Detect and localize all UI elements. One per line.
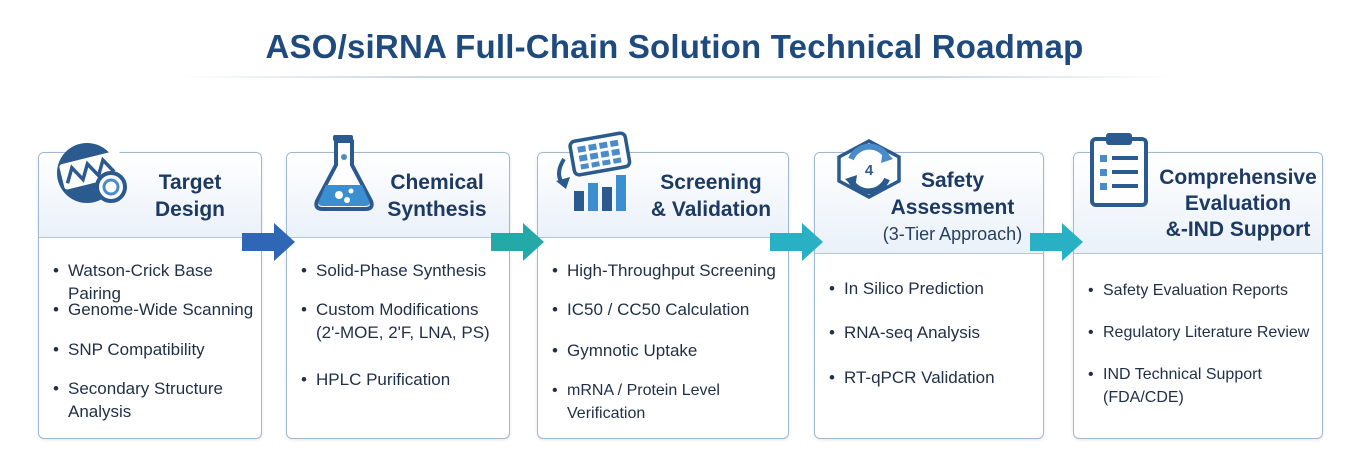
stage-title: Comprehensive Evaluation &-IND Support — [1159, 166, 1317, 241]
stage-header: Chemical Synthesis — [287, 135, 509, 238]
stage-header: Target Design — [39, 143, 261, 238]
stage-card-screening-validation: Screening & Validation •High-Throughput … — [537, 131, 789, 439]
list-item: •Gymnotic Uptake — [552, 341, 698, 360]
stage-card-safety-assessment: 4 Safety Assessment (3-Tier Approach) •I… — [814, 139, 1044, 439]
stage-card-comprehensive-evaluation: Comprehensive Evaluation &-IND Support •… — [1073, 133, 1323, 439]
stage-title: Safety Assessment (3-Tier Approach) — [865, 167, 1040, 248]
stage-title: Screening & Validation — [650, 171, 772, 221]
stage-card-chemical-synthesis: Chemical Synthesis •Solid-Phase Synthesi… — [286, 135, 510, 439]
shield-cycle-icon: 4 — [829, 137, 909, 208]
flow-arrow-1 — [242, 222, 296, 267]
dna-target-icon — [51, 137, 135, 214]
stage-title: Target Design — [154, 171, 225, 221]
list-item: •Genome-Wide Scanning — [53, 300, 254, 319]
list-item: •Regulatory Literature Review — [1088, 324, 1310, 341]
list-item: •RNA-seq Analysis — [829, 323, 981, 342]
stage-card-target-design: Target Design •Watson-Crick Base Pairing… — [38, 143, 262, 439]
plate-chart-icon — [550, 131, 636, 220]
list-item: •HPLC Purification — [301, 370, 451, 389]
list-item: •IND Technical Support(FDA/CDE) — [1088, 366, 1262, 406]
svg-text:4: 4 — [865, 162, 874, 179]
flow-arrow-3 — [770, 222, 824, 267]
stage-subtitle: (3-Tier Approach) — [882, 224, 1023, 244]
list-item: •SNP Compatibility — [53, 340, 205, 359]
list-item: •IC50 / CC50 Calculation — [552, 300, 750, 319]
page-title: ASO/siRNA Full-Chain Solution Technical … — [265, 28, 1084, 65]
list-item: •Safety Evaluation Reports — [1088, 282, 1288, 299]
list-item: •Solid-Phase Synthesis — [301, 261, 487, 280]
stage-title: Chemical Synthesis — [387, 171, 487, 221]
list-item: •mRNA / Protein Level Verification — [552, 382, 720, 422]
clipboard-checklist-icon — [1088, 131, 1152, 212]
list-item: •High-Throughput Screening — [552, 261, 776, 280]
flow-arrow-4 — [1030, 222, 1084, 267]
list-item: •RT-qPCR Validation — [829, 368, 995, 387]
title-divider — [175, 76, 1175, 78]
stage-header: 4 Safety Assessment (3-Tier Approach) — [815, 139, 1043, 254]
list-item: •Custom Modifications(2'-MOE, 2'F, LNA, … — [301, 300, 490, 342]
flask-icon — [309, 131, 379, 220]
stage-header: Screening & Validation — [538, 131, 788, 238]
list-item: •In Silico Prediction — [829, 279, 984, 298]
stage-header: Comprehensive Evaluation &-IND Support — [1074, 133, 1322, 254]
list-item: •Watson-Crick Base Pairing — [53, 261, 213, 303]
flow-arrow-2 — [491, 222, 545, 267]
